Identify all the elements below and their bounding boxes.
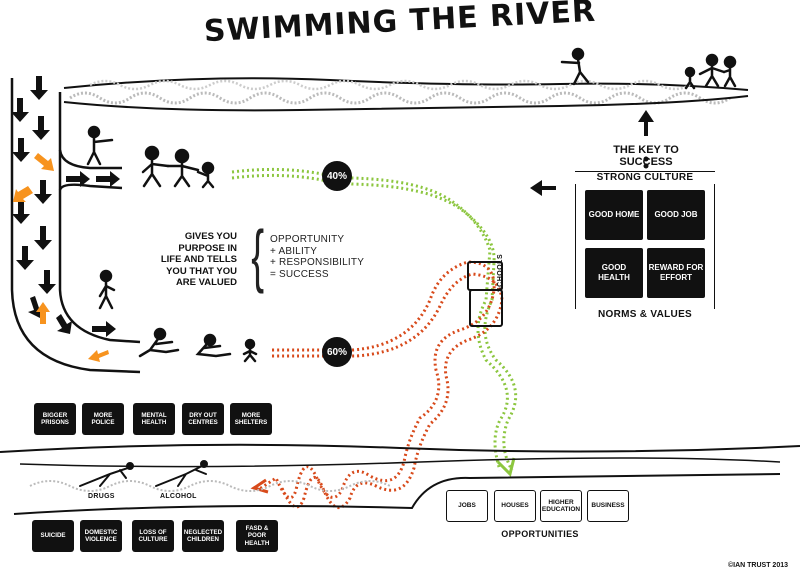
top-river-ripple-2	[89, 79, 691, 91]
formula-line: + RESPONSIBILITY	[270, 257, 365, 268]
purpose-line: PURPOSE IN	[178, 242, 237, 254]
service-more-police: MORE POLICE	[82, 403, 124, 435]
service-more-shelters: MORE SHELTERS	[230, 403, 272, 435]
problem-suicide: SUICIDE	[32, 520, 74, 552]
opportunity-business: BUSINESS	[587, 490, 629, 522]
good-health-box: GOOD HEALTH	[585, 248, 643, 298]
reward-for-effort-box: REWARD FOR EFFORT	[647, 248, 705, 298]
purpose-statement: GIVES YOU PURPOSE IN LIFE AND TELLS YOU …	[140, 231, 237, 289]
stick-figure-icon	[86, 47, 737, 363]
opportunity-higher-education: HIGHER EDUCATION	[540, 490, 582, 522]
brace-icon: {	[251, 216, 265, 294]
top-river-ripple	[69, 91, 731, 105]
problem-domestic-violence: DOMESTIC VIOLENCE	[80, 520, 122, 552]
purpose-line: GIVES YOU	[184, 231, 237, 242]
waterfall-outer-bank	[10, 78, 141, 374]
service-dry-out-centres: DRY OUT CENTRES	[182, 403, 224, 435]
ledge-lower	[58, 183, 123, 191]
opportunity-houses: HOUSES	[494, 490, 536, 522]
service-mental-health: MENTAL HEALTH	[133, 403, 175, 435]
schools-box-bottom	[469, 289, 503, 327]
alcohol-label: ALCOHOL	[160, 493, 197, 500]
top-river-bank-lower	[63, 95, 749, 112]
bottom-river-bank-mid	[19, 457, 781, 468]
green-path-40	[231, 167, 509, 471]
problem-neglected-children: NEGLECTED CHILDREN	[182, 520, 224, 552]
key-dots	[643, 156, 649, 169]
up-arrow-icon	[638, 110, 654, 136]
formula-line: OPPORTUNITY	[270, 234, 345, 245]
drowning-figure-icon	[79, 460, 208, 487]
purpose-line: YOU THAT YOU	[166, 265, 237, 277]
good-home-box: GOOD HOME	[585, 190, 643, 240]
opportunities-label: OPPORTUNITIES	[501, 529, 579, 539]
norms-values-label: NORMS & VALUES	[575, 309, 715, 321]
green-path-40-b	[231, 173, 518, 471]
good-job-box: GOOD JOB	[647, 190, 705, 240]
bottom-river-bank-lower	[13, 473, 781, 515]
red-arrowhead	[250, 478, 269, 494]
formula-line: + ABILITY	[270, 245, 318, 257]
green-arrowhead	[496, 457, 516, 477]
bottom-river-ripple	[29, 480, 391, 492]
down-arrow-icon	[11, 76, 120, 337]
orange-arrow-icon	[13, 153, 109, 362]
purpose-line: ARE VALUED	[175, 277, 237, 288]
problem-fasd-poor-health: FASD & POOR HEALTH	[236, 520, 278, 552]
purpose-line: LIFE AND TELLS	[160, 254, 237, 265]
ledge-upper	[58, 149, 122, 170]
bottom-river-bank-upper	[0, 443, 800, 453]
service-bigger-prisons: BIGGER PRISONS	[34, 403, 76, 435]
problem-loss-of-culture: LOSS OF CULTURE	[132, 520, 174, 552]
percent-badge-40: 40%	[322, 161, 352, 191]
percent-badge-60: 60%	[322, 337, 352, 367]
opportunity-jobs: JOBS	[446, 490, 488, 522]
formula-line: = SUCCESS	[270, 268, 329, 280]
key-title: THE KEY TO SUCCESS	[613, 144, 679, 168]
left-arrow-icon	[530, 180, 556, 196]
copyright-notice: ©IAN TRUST 2013	[728, 562, 789, 569]
top-river-bank-upper	[63, 77, 749, 91]
strong-culture-label: STRONG CULTURE	[575, 172, 715, 184]
waterfall-inner-bank	[58, 92, 141, 344]
success-formula: OPPORTUNITY + ABILITY + RESPONSIBILITY =…	[270, 234, 380, 280]
red-path-60-b	[272, 272, 504, 510]
red-path-60	[257, 260, 496, 500]
schools-label: SCHOOLS	[497, 253, 504, 292]
drugs-label: DRUGS	[88, 493, 115, 500]
